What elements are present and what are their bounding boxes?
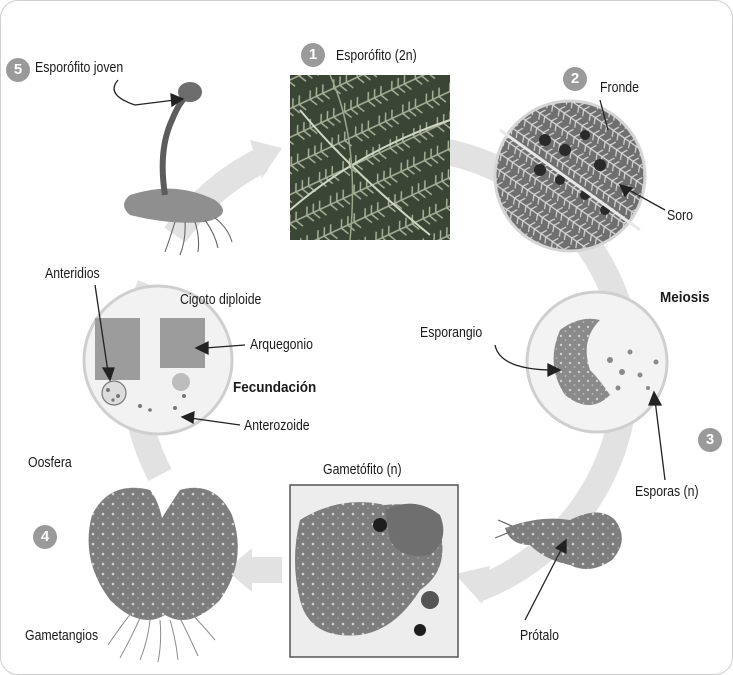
label-prothallus: Prótalo xyxy=(520,628,559,643)
label-sporophyte: Esporófito (2n) xyxy=(336,48,417,63)
label-meiosis: Meiosis xyxy=(660,290,710,305)
sporophyte-photo xyxy=(290,75,450,240)
label-spores: Esporas (n) xyxy=(635,484,699,499)
label-archegonium: Arquegonio xyxy=(250,337,313,352)
step-marker-2: 2 xyxy=(563,67,587,91)
label-sporangium: Esporangio xyxy=(420,325,482,340)
label-gametophyte: Gametófito (n) xyxy=(323,462,402,477)
frond-sorus-circle xyxy=(495,101,645,251)
label-zygote: Cigoto diploide xyxy=(180,292,261,307)
label-antherozoid: Anterozoide xyxy=(244,418,310,433)
label-gametangia: Gametangios xyxy=(25,628,98,643)
gametangia-illustration xyxy=(89,488,238,662)
step-marker-3: 3 xyxy=(698,428,722,452)
label-sorus: Soro xyxy=(667,208,693,223)
step-marker-4: 4 xyxy=(33,525,57,549)
label-fertilization: Fecundación xyxy=(233,380,316,395)
label-antheridia: Anteridios xyxy=(45,266,100,281)
label-oosphere: Oosfera xyxy=(28,455,72,470)
step-marker-5: 5 xyxy=(6,58,30,82)
label-young-sporophyte: Esporófito joven xyxy=(35,60,123,75)
sporangium-circle xyxy=(527,292,667,432)
gametophyte-photo xyxy=(290,485,458,657)
step-marker-1: 1 xyxy=(301,43,325,67)
label-frond: Fronde xyxy=(600,80,639,95)
